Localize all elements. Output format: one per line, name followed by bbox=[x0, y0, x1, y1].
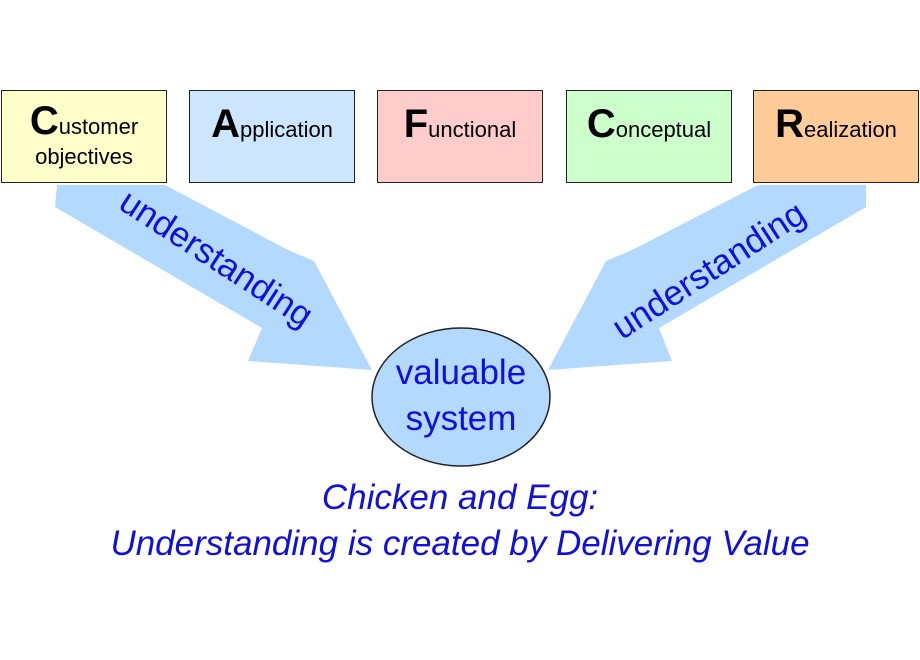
right-understanding-arrow: understanding bbox=[548, 185, 866, 370]
customer-rest: ustomer bbox=[58, 113, 139, 139]
application-initial: A bbox=[211, 101, 240, 146]
application-rest: pplication bbox=[239, 116, 333, 142]
caption-line2: Understanding is created by Delivering V… bbox=[110, 524, 810, 563]
customer-initial: C bbox=[29, 98, 59, 143]
application-box: Application bbox=[189, 90, 355, 183]
realization-box: Realization bbox=[753, 90, 919, 183]
conceptual-box: Conceptual bbox=[566, 90, 732, 183]
functional-rest: unctional bbox=[428, 116, 517, 142]
valuable-system-line1: valuable bbox=[396, 353, 526, 392]
conceptual-initial: C bbox=[586, 101, 616, 146]
caption-line1: Chicken and Egg: bbox=[321, 478, 599, 517]
realization-rest: ealization bbox=[803, 116, 897, 142]
left-arrow-shape bbox=[55, 185, 372, 370]
functional-box: Functional bbox=[377, 90, 543, 183]
customer-objectives-box: Customer objectives bbox=[1, 90, 167, 183]
realization-initial: R bbox=[775, 101, 804, 146]
functional-initial: F bbox=[403, 101, 429, 146]
right-arrow-shape bbox=[548, 185, 866, 370]
valuable-system-ellipse bbox=[371, 327, 551, 467]
conceptual-rest: onceptual bbox=[615, 116, 712, 142]
customer-line2: objectives bbox=[35, 143, 133, 169]
left-understanding-arrow: understanding bbox=[55, 182, 372, 370]
valuable-system-node: valuable system bbox=[371, 327, 551, 467]
valuable-system-line2: system bbox=[406, 399, 517, 438]
